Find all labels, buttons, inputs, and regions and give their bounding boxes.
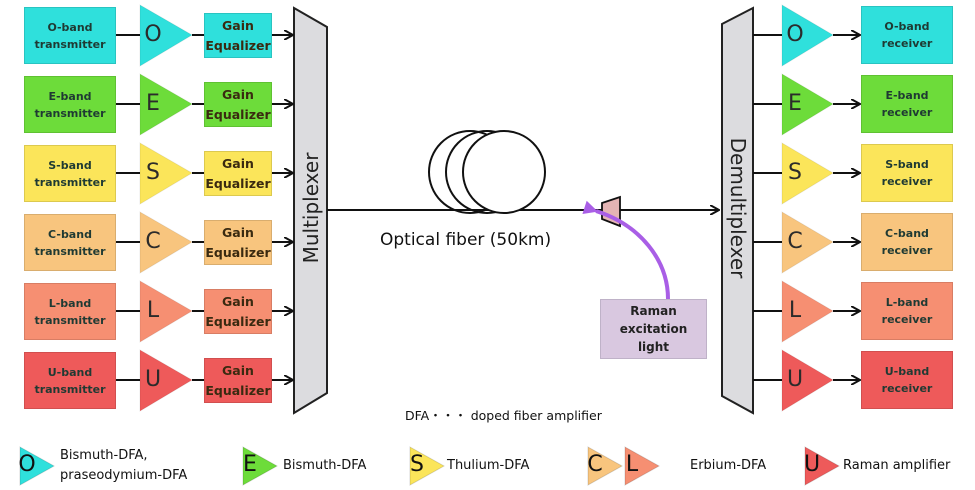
l-band-transmitter: L-band transmitter <box>24 283 116 340</box>
legend-label: Bismuth-DFA, praseodymium-DFA <box>60 448 188 483</box>
u-band-receiver: U-band receiver <box>861 351 953 409</box>
l-band-rx-amplifier-letter: L <box>788 298 802 323</box>
legend-amplifier-letter: U <box>803 452 821 477</box>
s-band-gain-equalizer: Gain Equalizer <box>204 151 272 196</box>
legend-amplifier-letter: C <box>587 452 603 477</box>
legend-label: Bismuth-DFA <box>283 458 367 473</box>
c-band-tx-amplifier-letter: C <box>145 229 161 254</box>
l-band-rx-amplifier-icon <box>781 280 834 343</box>
legend-e-amplifier-icon <box>242 446 279 486</box>
legend-label: Thulium-DFA <box>447 458 530 473</box>
fiber-label: Optical fiber (50km) <box>380 230 552 250</box>
o-band-receiver: O-band receiver <box>861 6 953 64</box>
u-band-rx-amplifier-letter: U <box>786 367 804 392</box>
e-band-rx-amplifier-letter: E <box>788 91 802 116</box>
c-band-receiver: C-band receiver <box>861 213 953 271</box>
e-band-transmitter: E-band transmitter <box>24 76 116 133</box>
u-band-transmitter: U-band transmitter <box>24 352 116 409</box>
s-band-tx-amplifier-icon <box>139 142 193 205</box>
legend-amplifier-letter: E <box>243 452 257 477</box>
legend-amplifier-letter: S <box>410 452 424 477</box>
demultiplexer-label: Demultiplexer <box>726 137 750 279</box>
legend-l-amplifier-icon <box>624 446 661 486</box>
legend-label: Raman amplifier <box>843 458 951 473</box>
legend-c-amplifier-icon <box>587 446 624 486</box>
s-band-rx-amplifier-letter: S <box>788 160 802 185</box>
s-band-rx-amplifier-icon <box>781 142 834 205</box>
legend-amplifier-letter: L <box>625 452 639 477</box>
legend-u-amplifier-icon <box>804 446 841 486</box>
o-band-tx-amplifier-icon <box>139 4 193 67</box>
s-band-receiver: S-band receiver <box>861 144 953 202</box>
e-band-tx-amplifier-icon <box>139 73 193 136</box>
c-band-gain-equalizer: Gain Equalizer <box>204 220 272 265</box>
raman-excitation-light-box: Raman excitation light <box>600 299 707 359</box>
fiber-coil <box>462 130 546 214</box>
o-band-gain-equalizer: Gain Equalizer <box>204 13 272 58</box>
o-band-rx-amplifier-letter: O <box>786 22 804 47</box>
s-band-transmitter: S-band transmitter <box>24 145 116 202</box>
o-band-rx-amplifier-icon <box>781 4 834 67</box>
e-band-tx-amplifier-letter: E <box>146 91 160 116</box>
multiplexer-label: Multiplexer <box>299 152 323 264</box>
e-band-rx-amplifier-icon <box>781 73 834 136</box>
o-band-tx-amplifier-letter: O <box>144 22 162 47</box>
legend-s-amplifier-icon <box>409 446 446 486</box>
demultiplexer-body <box>721 6 754 415</box>
o-band-transmitter: O-band transmitter <box>24 7 116 64</box>
legend-amplifier-letter: O <box>18 452 36 477</box>
l-band-tx-amplifier-icon <box>139 280 193 343</box>
s-band-tx-amplifier-letter: S <box>146 160 160 185</box>
c-band-rx-amplifier-letter: C <box>787 229 803 254</box>
dfa-footnote: DFA・・・ doped fiber amplifier <box>405 408 602 423</box>
c-band-rx-amplifier-icon <box>781 211 834 274</box>
u-band-tx-amplifier-letter: U <box>144 367 162 392</box>
raman-pump-arrow <box>582 200 670 300</box>
l-band-receiver: L-band receiver <box>861 282 953 340</box>
legend-label: Erbium-DFA <box>690 458 767 473</box>
multiplexer-body <box>293 6 328 415</box>
u-band-gain-equalizer: Gain Equalizer <box>204 358 272 403</box>
u-band-tx-amplifier-icon <box>139 349 193 412</box>
legend-o-amplifier-icon <box>19 446 56 486</box>
c-band-transmitter: C-band transmitter <box>24 214 116 271</box>
e-band-gain-equalizer: Gain Equalizer <box>204 82 272 127</box>
l-band-gain-equalizer: Gain Equalizer <box>204 289 272 334</box>
u-band-rx-amplifier-icon <box>781 349 834 412</box>
l-band-tx-amplifier-letter: L <box>146 298 160 323</box>
c-band-tx-amplifier-icon <box>139 211 193 274</box>
e-band-receiver: E-band receiver <box>861 75 953 133</box>
